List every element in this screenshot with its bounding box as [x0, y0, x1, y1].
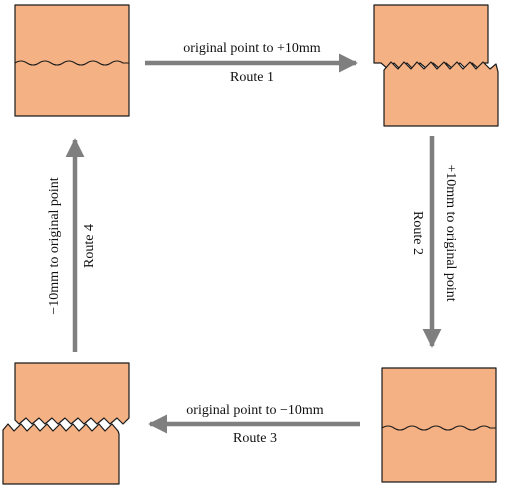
route-2: +10mm to original point Route 2	[410, 136, 458, 348]
specimen-bottom-right	[381, 367, 497, 483]
upper-half	[373, 4, 489, 70]
joint-line	[381, 425, 496, 431]
route-2-bottom-label: Route 2	[410, 211, 425, 255]
route-1: original point to +10mm Route 1	[145, 41, 358, 85]
route-4: −10mm to original point Route 4	[47, 138, 97, 352]
route-4-top-label: −10mm to original point	[47, 177, 62, 314]
lower-half	[2, 423, 120, 485]
route-3-bottom-label: Route 3	[233, 431, 277, 446]
specimen-bottom-left	[2, 362, 130, 485]
upper-half	[14, 362, 130, 425]
route-4-bottom-label: Route 4	[82, 224, 97, 268]
route-3-top-label: original point to −10mm	[186, 403, 323, 418]
specimen-top-right	[373, 4, 499, 127]
route-3: original point to −10mm Route 3	[148, 403, 360, 446]
route-1-bottom-label: Route 1	[230, 70, 274, 85]
specimen-block	[14, 4, 130, 117]
joint-line	[14, 60, 129, 66]
route-2-top-label: +10mm to original point	[443, 164, 458, 301]
lower-half	[383, 61, 499, 127]
specimen-top-left	[14, 4, 130, 117]
route-1-top-label: original point to +10mm	[183, 41, 320, 56]
specimen-block	[381, 367, 497, 483]
